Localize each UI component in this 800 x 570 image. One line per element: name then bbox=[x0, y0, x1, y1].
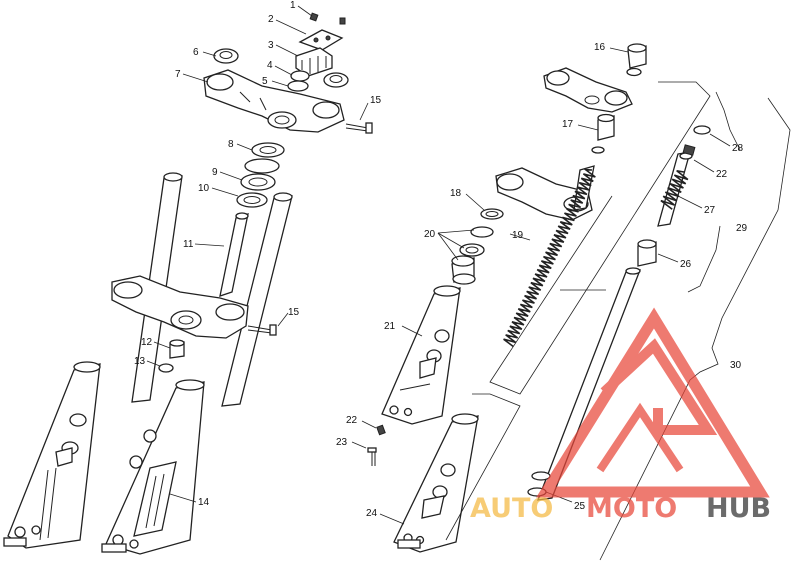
handlebar-clamp-part-2 bbox=[298, 29, 344, 51]
bolt-part-15-upper bbox=[345, 122, 373, 134]
callout-29: 29 bbox=[736, 223, 748, 234]
callout-10: 10 bbox=[198, 183, 210, 194]
callout-21: 21 bbox=[384, 321, 396, 332]
watermark-word-hub: HUB bbox=[706, 493, 771, 524]
callout-26: 26 bbox=[680, 259, 692, 270]
callout-1: 1 bbox=[290, 0, 296, 11]
callout-15-lower: 15 bbox=[288, 307, 300, 318]
nut-part-22-right bbox=[682, 144, 696, 156]
callout-18: 18 bbox=[450, 188, 462, 199]
washer-part-5 bbox=[287, 80, 309, 92]
callout-22-right: 22 bbox=[716, 169, 728, 180]
callout-25: 25 bbox=[574, 501, 586, 512]
bushing-part-26 bbox=[637, 239, 657, 267]
callout-16: 16 bbox=[594, 42, 606, 53]
callout-24: 24 bbox=[366, 508, 378, 519]
ring-part-18 bbox=[480, 208, 504, 220]
fork-spring-part-19 bbox=[503, 168, 596, 348]
callout-11: 11 bbox=[183, 239, 194, 250]
leader-lines-left bbox=[146, 5, 369, 503]
callout-30: 30 bbox=[730, 360, 742, 371]
callout-8: 8 bbox=[228, 139, 234, 150]
steering-stem-part-11 bbox=[219, 212, 249, 297]
washer-part-4 bbox=[290, 70, 310, 82]
callout-6: 6 bbox=[193, 47, 199, 58]
screw-part-1 bbox=[309, 12, 346, 25]
callout-13: 13 bbox=[134, 356, 146, 367]
bushing-part-12 bbox=[169, 339, 185, 359]
cap-part-16 bbox=[626, 43, 647, 77]
callout-5: 5 bbox=[262, 76, 268, 87]
fork-slider-part-14 bbox=[101, 379, 205, 555]
fork-slider-left-outer bbox=[3, 361, 101, 549]
bushing-part-17 bbox=[591, 113, 615, 154]
callout-17: 17 bbox=[562, 119, 574, 130]
callout-7: 7 bbox=[175, 69, 181, 80]
leader-lines-right bbox=[351, 47, 731, 525]
callout-28: 28 bbox=[732, 143, 744, 154]
callout-27: 27 bbox=[704, 205, 716, 216]
watermark-word-auto: AUTO bbox=[470, 493, 553, 524]
callout-3: 3 bbox=[268, 40, 274, 51]
upper-clamp-right bbox=[543, 67, 633, 113]
upper-slider-part-21 bbox=[381, 285, 461, 425]
upper-triple-clamp-part-7 bbox=[203, 69, 345, 133]
left-fork-assembly: 1 2 3 4 5 6 7 15 8 9 10 11 15 12 13 14 bbox=[3, 0, 382, 555]
seal-part-13 bbox=[158, 363, 174, 373]
inner-tube-part-25 bbox=[527, 267, 642, 501]
watermark-triangle-logo-icon bbox=[536, 307, 770, 498]
cap-nut-part-6 bbox=[213, 48, 349, 88]
watermark-word-moto: MOTO bbox=[586, 493, 677, 524]
callouts-left: 1 2 3 4 5 6 7 15 8 9 10 11 15 12 13 14 bbox=[134, 0, 382, 508]
callout-22-left: 22 bbox=[346, 415, 358, 426]
damper-rod-part-27 bbox=[657, 151, 693, 227]
callout-4: 4 bbox=[267, 60, 273, 71]
right-fork-internals-assembly: 16 17 18 19 20 21 22 23 24 25 26 27 22 2… bbox=[336, 42, 791, 561]
lower-slider-part-24 bbox=[393, 413, 479, 553]
bearing-stack-parts-8-10 bbox=[236, 142, 285, 208]
callout-19: 19 bbox=[512, 230, 524, 241]
bolt-part-15-lower bbox=[247, 324, 277, 336]
callout-2: 2 bbox=[268, 14, 274, 25]
callouts-right: 16 17 18 19 20 21 22 23 24 25 26 27 22 2… bbox=[336, 42, 748, 519]
lower-triple-clamp bbox=[111, 275, 249, 339]
callout-14: 14 bbox=[198, 497, 210, 508]
steering-nut-part-3 bbox=[295, 47, 333, 77]
ring-part-28 bbox=[693, 125, 711, 135]
bolt-part-22 bbox=[376, 424, 386, 436]
callout-20: 20 bbox=[424, 229, 436, 240]
automotohub-watermark: AUTO MOTO HUB bbox=[470, 307, 771, 524]
callout-12: 12 bbox=[141, 337, 153, 348]
bolt-part-23 bbox=[367, 447, 377, 466]
callout-23: 23 bbox=[336, 437, 348, 448]
callout-15-upper: 15 bbox=[370, 95, 382, 106]
callout-9: 9 bbox=[212, 167, 218, 178]
rings-part-20 bbox=[451, 226, 494, 285]
